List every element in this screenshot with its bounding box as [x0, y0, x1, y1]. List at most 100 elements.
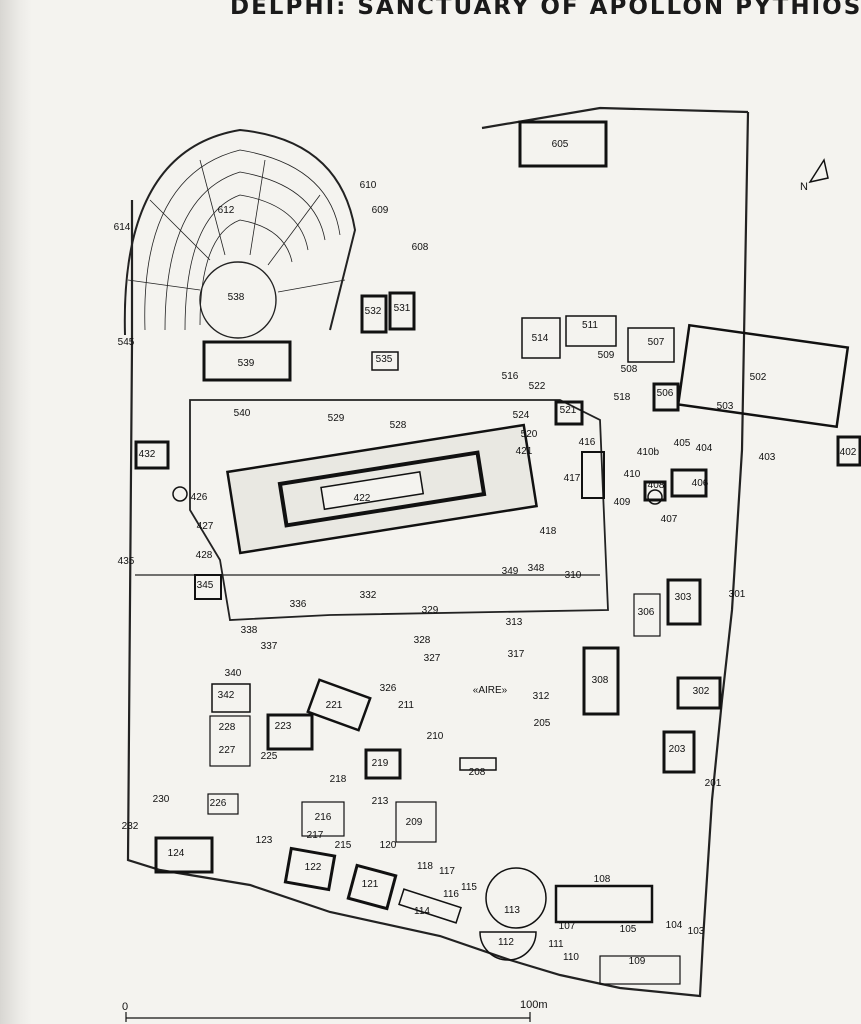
monument-label-110: 110: [563, 952, 579, 963]
monument-label-502: 502: [750, 372, 767, 383]
monument-label-348: 348: [528, 563, 545, 574]
monument-label-217: 217: [307, 830, 324, 841]
monument-label-535: 535: [376, 354, 393, 365]
monument-label-336: 336: [290, 599, 307, 610]
monument-label-221: 221: [326, 700, 343, 711]
monument-label-409: 409: [614, 497, 631, 508]
monument-label-306: 306: [638, 607, 655, 618]
monument-label-116: 116: [443, 889, 459, 900]
monument-label-410: 410: [624, 469, 641, 480]
monument-label-516: 516: [502, 371, 519, 382]
monument-label-528: 528: [390, 420, 407, 431]
monument-label-520: 520: [521, 429, 538, 440]
monument-label-511: 511: [582, 320, 598, 331]
page-edge-shadow: [0, 0, 32, 1024]
monument-label-122: 122: [305, 862, 322, 873]
scale-start: 0: [122, 1001, 128, 1013]
monument-label-405: 405: [674, 438, 691, 449]
temple-of-apollo: [226, 423, 538, 555]
monument-label-115: 115: [461, 882, 477, 893]
monument-label-205: 205: [534, 718, 551, 729]
monument-label-538: 538: [228, 292, 245, 303]
monument-label-421: 421: [516, 446, 533, 457]
peribolos-wall: [126, 106, 750, 998]
monument-label-211: 211: [398, 700, 414, 711]
monument-label-326: 326: [380, 683, 397, 694]
monument-label-105: 105: [620, 924, 637, 935]
monument-label-308: 308: [592, 675, 609, 686]
monument-label-404: 404: [696, 443, 713, 454]
monument-label-203: 203: [669, 744, 686, 755]
monument-label-514: 514: [532, 333, 549, 344]
monument-label-301: 301: [729, 589, 746, 600]
buildings: [134, 120, 861, 985]
monument-label-209: 209: [406, 817, 423, 828]
monument-label-226: 226: [210, 798, 227, 809]
monument-label-123: 123: [256, 835, 273, 846]
monument-label-408: 408: [648, 480, 665, 491]
monument-label-524: 524: [513, 410, 530, 421]
monument-label-302: 302: [693, 686, 710, 697]
monument-label-507: 507: [648, 337, 665, 348]
monument-label-215: 215: [335, 840, 352, 851]
monument-label-108: 108: [594, 874, 611, 885]
monument-label-521: 521: [560, 405, 577, 416]
monument-label-608: 608: [412, 242, 429, 253]
monument-label-219: 219: [372, 758, 389, 769]
monument-label-232: 232: [122, 821, 139, 832]
monument-label-aire: «AIRE»: [473, 685, 508, 696]
monument-label-614: 614: [114, 222, 131, 233]
monument-label-109: 109: [629, 956, 646, 967]
monument-label-342: 342: [218, 690, 235, 701]
monument-label-112: 112: [498, 937, 514, 948]
monument-label-328: 328: [414, 635, 431, 646]
monument-label-418: 418: [540, 526, 557, 537]
monument-label-120: 120: [380, 840, 397, 851]
monument-label-216: 216: [315, 812, 332, 823]
monument-label-605: 605: [552, 139, 569, 150]
monument-label-403: 403: [759, 452, 776, 463]
monument-label-509: 509: [598, 350, 615, 361]
monument-label-329: 329: [422, 605, 439, 616]
monument-label-522: 522: [529, 381, 546, 392]
monument-label-416: 416: [579, 437, 596, 448]
monument-label-417: 417: [564, 473, 581, 484]
monument-label-407: 407: [661, 514, 678, 525]
monument-label-227: 227: [219, 745, 236, 756]
monument-label-529: 529: [328, 413, 345, 424]
monument-label-435: 435: [118, 556, 135, 567]
theatre: [123, 128, 357, 339]
monument-label-349: 349: [502, 566, 519, 577]
monument-label-104: 104: [666, 920, 683, 931]
monument-label-532: 532: [365, 306, 382, 317]
monument-label-121: 121: [362, 879, 379, 890]
monument-label-208: 208: [469, 767, 486, 778]
scale-bar: 0 100m: [122, 999, 548, 1022]
monument-label-518: 518: [614, 392, 631, 403]
monument-label-609: 609: [372, 205, 389, 216]
monument-label-303: 303: [675, 592, 692, 603]
monument-label-506: 506: [657, 388, 674, 399]
north-arrow-label: N: [800, 181, 808, 193]
monument-label-118: 118: [417, 861, 433, 872]
monument-label-117: 117: [439, 866, 455, 877]
monument-label-317: 317: [508, 649, 525, 660]
monument-label-114: 114: [414, 906, 430, 917]
monument-label-503: 503: [717, 401, 734, 412]
monument-label-402: 402: [840, 447, 857, 458]
monument-label-426: 426: [191, 492, 208, 503]
monument-label-540: 540: [234, 408, 251, 419]
monument-label-428: 428: [196, 550, 213, 561]
monument-label-610: 610: [360, 180, 377, 191]
monument-label-124: 124: [168, 848, 185, 859]
monument-label-228: 228: [219, 722, 236, 733]
monument-label-338: 338: [241, 625, 258, 636]
monument-label-107: 107: [559, 921, 576, 932]
monument-label-218: 218: [330, 774, 347, 785]
monument-label-213: 213: [372, 796, 389, 807]
monument-label-310: 310: [565, 570, 582, 581]
monument-label-113: 113: [504, 905, 520, 916]
monument-label-327: 327: [424, 653, 441, 664]
round-structures: [172, 486, 663, 961]
